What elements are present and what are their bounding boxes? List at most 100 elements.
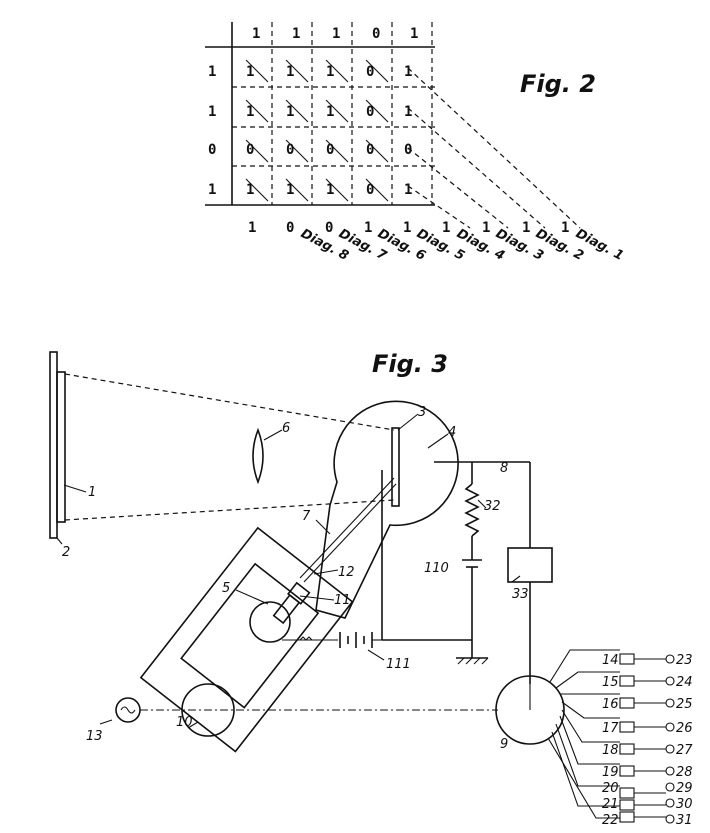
leader-7	[315, 519, 331, 535]
fig2-row-header-3: 0	[208, 142, 216, 158]
fig2-cell: 0	[366, 64, 374, 80]
ref-label: 4	[448, 425, 456, 440]
fig2-cell: 0	[404, 142, 412, 158]
fig3-circuit: Fig. 3	[49, 350, 693, 828]
fig2-row-header-4: 1	[208, 182, 216, 198]
fig2-cell: 1	[326, 104, 334, 120]
synchronous-motor-10	[181, 683, 235, 737]
fig2-bottom-digit: 1	[248, 220, 256, 236]
ref-label: 13	[86, 729, 103, 744]
fig2-cell-diagonals	[245, 59, 389, 202]
fig2-bottom-digit: 0	[286, 220, 294, 236]
output-label: 30	[676, 797, 693, 812]
leader-2	[56, 537, 63, 545]
fig2-cell: 1	[286, 182, 294, 198]
fig2-cell: 1	[246, 104, 254, 120]
ac-source	[115, 697, 141, 723]
relay-label: 15	[602, 675, 619, 690]
lamp-icon-lit	[665, 782, 675, 792]
lamp-icon	[665, 654, 675, 664]
ref-label: 9	[500, 737, 508, 752]
amplifier-33	[507, 547, 553, 583]
lamp-icon-lit	[665, 798, 675, 808]
output-lamps	[665, 654, 675, 824]
sine-icon	[120, 706, 136, 714]
fig2-cell: 0	[366, 182, 374, 198]
lens	[252, 427, 264, 485]
ref-label: 1	[88, 485, 96, 500]
fig2-cell: 1	[404, 64, 412, 80]
leader-1	[63, 484, 87, 493]
output-label: 24	[676, 675, 693, 690]
leader-6	[263, 429, 283, 441]
leader-4	[427, 433, 449, 449]
lamp-icon	[665, 814, 675, 824]
fig2-long-diagonals	[407, 67, 581, 229]
gun-envelope	[249, 601, 291, 643]
ref-label: 12	[338, 565, 355, 580]
fig2-cell: 0	[366, 142, 374, 158]
output-label: 28	[676, 765, 693, 780]
ref-label: 11	[334, 593, 351, 608]
fig2-cell: 1	[326, 182, 334, 198]
fig2-cell: 1	[404, 104, 412, 120]
fig2-bottom-digit: 1	[442, 220, 450, 236]
lamp-icon	[665, 744, 675, 754]
ref-label: 7	[302, 509, 311, 524]
fig2-cell: 0	[366, 104, 374, 120]
fig2-col-header-2: 1	[292, 26, 300, 42]
relay-label: 21	[602, 797, 619, 812]
fig2-bottom-digit: 1	[482, 220, 490, 236]
relay-label: 20	[602, 781, 619, 796]
fig2-cell: 0	[326, 142, 334, 158]
gun-housing	[139, 526, 354, 753]
fig2-col-header-5: 1	[410, 26, 418, 42]
relay-labels: 14 15 16 17 18 19 20 21 22	[602, 653, 619, 828]
fig2-cell: 1	[246, 64, 254, 80]
output-label: 26	[676, 721, 693, 736]
fig2-col-header-4: 0	[372, 26, 380, 42]
leader-11	[299, 595, 335, 601]
fig2-dashed-grid	[232, 22, 435, 205]
fig2-diagonal-labels: Diag. 8 Diag. 7 Diag. 6 Diag. 5 Diag. 4 …	[298, 226, 626, 264]
fig2-title: Fig. 2	[520, 70, 596, 98]
output-label: 25	[676, 697, 693, 712]
lamp-icon	[665, 766, 675, 776]
fig2-cells: 1 1 1 0 1 1 1 1 0 1 0 0 0 0 0 1 1 1 0 1	[246, 64, 412, 198]
leader-3	[397, 413, 419, 431]
output-labels: 23 24 25 26 27 28 29 30 31	[676, 653, 693, 828]
leader-33	[511, 575, 521, 583]
leader-13	[99, 719, 113, 725]
ref-label: 2	[62, 545, 70, 560]
ref-label: 111	[386, 657, 411, 672]
electron-beam	[299, 477, 395, 579]
screen-plate	[49, 351, 66, 539]
fig2-bottom-digits: 1 0 0 1 1 1 1 1 1	[248, 220, 569, 236]
fig2-col-header-1: 1	[252, 26, 260, 42]
fig2-cell: 1	[246, 182, 254, 198]
fig2-matrix: Fig. 2	[205, 22, 626, 264]
fig2-cell: 0	[246, 142, 254, 158]
fig2-bottom-digit: 1	[522, 220, 530, 236]
fig2-cell: 1	[286, 104, 294, 120]
ref-label: 5	[222, 581, 230, 596]
fig3-reference-labels: 1 2 3 4 5 6 7 8 9 10 11 12 13 32 33 110 …	[62, 405, 529, 752]
fig2-row-header-2: 1	[208, 104, 216, 120]
relay-label: 22	[602, 813, 619, 828]
ref-label: 10	[176, 715, 193, 730]
fig2-bottom-digit: 1	[403, 220, 411, 236]
electron-gun	[272, 581, 311, 625]
distributor-fanout	[547, 649, 620, 819]
output-label: 23	[676, 653, 693, 668]
ref-label: 8	[500, 461, 508, 476]
ref-label: 6	[282, 421, 290, 436]
fig2-cell: 1	[326, 64, 334, 80]
leader-32	[477, 499, 487, 509]
leader-10	[187, 721, 199, 729]
fig2-bottom-digit: 1	[364, 220, 372, 236]
ref-label: 32	[484, 499, 501, 514]
relay-label: 18	[602, 743, 619, 758]
ref-label: 33	[512, 587, 529, 602]
